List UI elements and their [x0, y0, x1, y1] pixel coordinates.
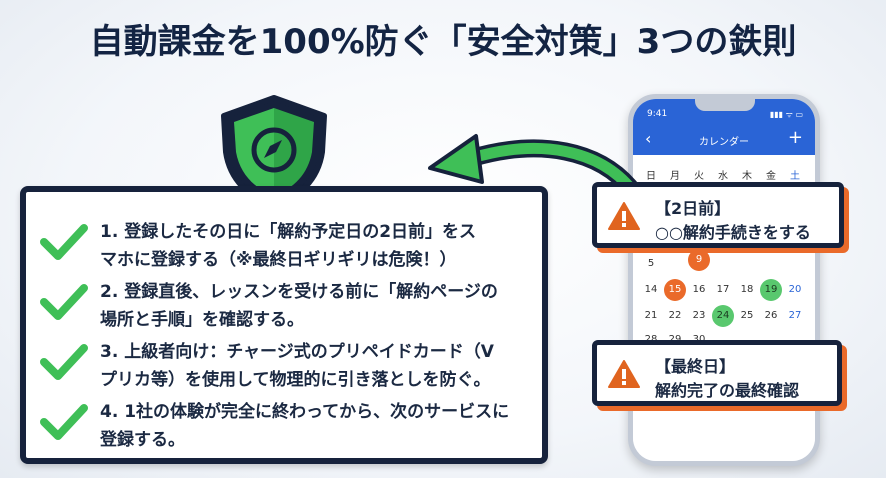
checklist-item: 1. 登録したその日に「解約予定日の2日前」をス マホに登録する（※最終日ギリギ…	[40, 218, 540, 274]
checkmark-icon	[40, 344, 88, 380]
checkmark-icon	[40, 284, 88, 320]
checklist-item: 4. 1社の体験が完全に終わってから、次のサービスに 登録する。	[40, 398, 540, 454]
calendar-day[interactable]: 30	[688, 329, 710, 351]
callout-final-day: 【最終日】 解約完了の最終確認	[592, 340, 842, 406]
page-title: 自動課金を100%防ぐ「安全対策」3つの鉄則	[89, 22, 797, 62]
weekday-label: 土	[790, 171, 800, 182]
calendar-day[interactable]: 29	[664, 329, 686, 351]
calendar-day-highlight[interactable]: 15	[664, 279, 686, 301]
checklist-item: 2. 登録直後、レッスンを受ける前に「解約ページの 場所と手順」を確認する。	[40, 278, 540, 334]
warning-icon	[608, 202, 640, 230]
callout-text: 解約完了の最終確認	[655, 381, 800, 400]
weekday-label: 日	[646, 171, 656, 182]
phone-mockup: 9:41 ▮▮▮ ᯤ ▭ ‹ カレンダー + 日 月 火 水 木 金 土 5 9…	[628, 94, 820, 466]
calendar-day[interactable]: 21	[644, 310, 658, 321]
checklist-item: 3. 上級者向け：チャージ式のプリペイドカード（V プリカ等）を使用して物理的に…	[40, 338, 540, 394]
back-icon[interactable]: ‹	[645, 129, 652, 148]
weekday-label: 火	[694, 171, 704, 182]
calendar-day[interactable]: 20	[788, 284, 802, 295]
checklist-item-text: 3. 上級者向け：チャージ式のプリペイドカード（V プリカ等）を使用して物理的に…	[100, 342, 494, 390]
checklist-item-text: 2. 登録直後、レッスンを受ける前に「解約ページの 場所と手順」を確認する。	[100, 282, 498, 330]
calendar-day[interactable]: 25	[740, 310, 754, 321]
warning-icon	[608, 360, 640, 388]
calendar-day[interactable]: 27	[788, 310, 802, 321]
calendar-header: 9:41 ▮▮▮ ᯤ ▭ ‹ カレンダー +	[633, 99, 815, 155]
callout-label: 【最終日】	[655, 357, 736, 376]
calendar-day-highlight[interactable]: 19	[760, 279, 782, 301]
callout-text: ○○解約手続きをする	[655, 223, 811, 242]
checklist-card: 1. 登録したその日に「解約予定日の2日前」をス マホに登録する（※最終日ギリギ…	[20, 186, 548, 464]
checkmark-icon	[40, 404, 88, 440]
calendar-day[interactable]: 26	[764, 310, 778, 321]
status-icons: ▮▮▮ ᯤ ▭	[769, 110, 803, 119]
phone-notch	[695, 99, 755, 111]
weekday-label: 月	[670, 171, 680, 182]
calendar-day[interactable]: 5	[647, 258, 655, 269]
calendar-day-highlight[interactable]: 24	[712, 305, 734, 327]
calendar-day[interactable]: 23	[692, 310, 706, 321]
checklist-item-text: 1. 登録したその日に「解約予定日の2日前」をス マホに登録する（※最終日ギリギ…	[100, 222, 477, 270]
calendar-day[interactable]: 28	[640, 329, 662, 351]
weekday-label: 水	[718, 171, 728, 182]
calendar-day[interactable]: 18	[740, 284, 754, 295]
callout-two-days-before: 【2日前】 ○○解約手続きをする	[592, 182, 844, 248]
calendar-day[interactable]: 14	[644, 284, 658, 295]
calendar-title: カレンダー	[699, 137, 749, 148]
calendar-day-highlight[interactable]: 9	[688, 249, 710, 271]
checkmark-icon	[40, 224, 88, 260]
calendar-day[interactable]: 22	[668, 310, 682, 321]
checklist-item-text: 4. 1社の体験が完全に終わってから、次のサービスに 登録する。	[100, 402, 510, 450]
arrow-icon	[428, 134, 641, 199]
callout-label: 【2日前】	[655, 199, 731, 218]
weekday-label: 金	[766, 171, 776, 182]
calendar-day[interactable]: 16	[692, 284, 706, 295]
weekday-label: 木	[742, 171, 752, 182]
calendar-day[interactable]: 17	[716, 284, 730, 295]
status-time: 9:41	[647, 109, 668, 119]
add-icon[interactable]: +	[787, 127, 803, 148]
